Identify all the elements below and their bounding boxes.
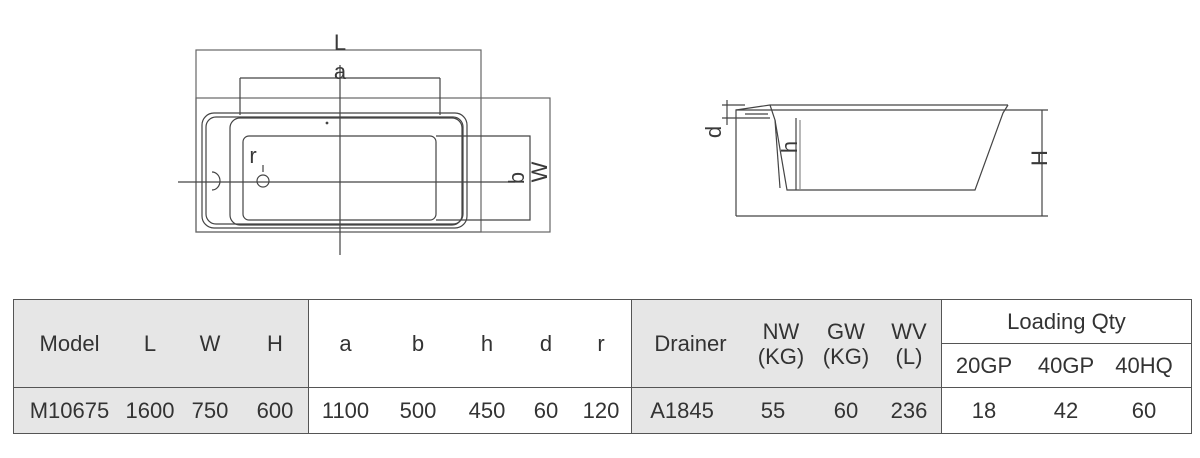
header-wv-line2: (L) [895,343,923,369]
table-row: M10675 1600 750 600 1100 500 450 60 120 … [13,387,1192,434]
header-group-containers: 20GP 40GP 40HQ [941,343,1192,388]
header-nw-line2: (KG) [757,343,805,369]
header-nw-line1: NW [762,318,800,344]
header-h: h [480,330,494,356]
header-group-size: Model L W H [13,299,309,388]
top-view-drawing [178,49,551,255]
technical-drawings: L a r b W d h H [178,30,1052,255]
cell-wv: 236 [890,397,928,423]
side-view-drawing [722,100,1048,217]
cell-gw: 60 [833,397,859,423]
dimension-label-r: r [249,143,256,168]
header-a: a [339,330,352,356]
spec-table: Model L W H a b h d r Drainer NW(KG) GW(… [13,299,1192,434]
header-L: L [143,330,157,356]
cell-b: 500 [399,397,437,423]
dimension-label-H: H [1027,150,1052,166]
header-40hq: 40HQ [1115,352,1173,378]
dimension-label-h: h [777,141,802,153]
header-d: d [539,330,553,356]
header-group-weights: Drainer NW(KG) GW(KG) WV(L) [631,299,942,388]
row-group-dimensions: 1100 500 450 60 120 [308,387,632,434]
dimension-label-W: W [527,161,552,182]
cell-model: M10675 [29,397,110,423]
header-model: Model [39,330,100,356]
cell-H: 600 [256,397,294,423]
cell-a: 1100 [321,397,370,423]
dimension-label-d: d [701,126,726,138]
dimension-label-b: b [504,172,529,184]
cell-L: 1600 [125,397,175,423]
row-group-containers: 18 42 60 [941,387,1192,434]
row-group-weights: A1845 55 60 236 [631,387,942,434]
header-40gp: 40GP [1037,352,1095,378]
header-loading-qty-label: Loading Qty [1007,308,1126,334]
header-loading-qty: Loading Qty [941,299,1192,344]
cell-40hq: 60 [1131,397,1157,423]
row-group-size: M10675 1600 750 600 [13,387,309,434]
header-gw-line2: (KG) [822,343,870,369]
cell-nw: 55 [760,397,786,423]
cell-d: 60 [533,397,559,423]
cell-40gp: 42 [1053,397,1079,423]
header-wv-line1: WV [891,318,927,344]
dimension-label-L: L [334,30,346,55]
header-group-dimensions: a b h d r [308,299,632,388]
cell-20gp: 18 [971,397,997,423]
header-drainer: Drainer [654,331,727,356]
header-H: H [267,330,283,356]
header-W: W [199,330,221,356]
dimension-label-a: a [334,59,347,84]
cell-h: 450 [468,397,506,423]
cell-W: 750 [191,397,229,423]
cell-drainer: A1845 [650,397,714,423]
header-gw-line1: GW [827,318,865,344]
header-20gp: 20GP [955,352,1013,378]
header-r: r [597,330,605,356]
cell-r: 120 [582,397,620,423]
header-b: b [411,330,425,356]
